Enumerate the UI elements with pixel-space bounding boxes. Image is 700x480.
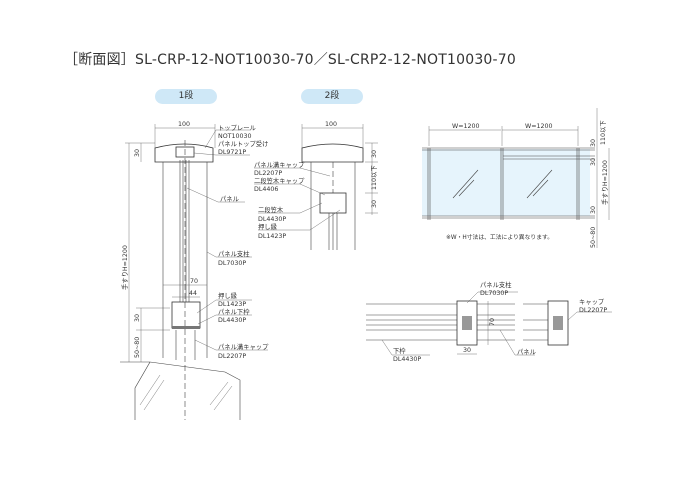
drawing-label: DL2207P bbox=[579, 307, 607, 314]
drawing-label: 30 bbox=[463, 347, 471, 354]
drawing-label: 30 bbox=[371, 200, 378, 208]
tab-2dan: 2段 bbox=[301, 89, 363, 104]
section-1dan: 100 手すりH=1200 30 30 50~80 70 44 トップレール N… bbox=[120, 121, 269, 420]
drawing-label: パネル bbox=[517, 348, 536, 356]
drawing-label: 110以下 bbox=[370, 165, 378, 190]
drawing-label: 30 bbox=[371, 150, 378, 158]
drawing-label: 二段笠木キャップ bbox=[254, 176, 305, 185]
drawing-label: DL4430P bbox=[218, 317, 246, 324]
drawing-label: NOT10030 bbox=[218, 133, 252, 140]
drawing-label: 30 bbox=[590, 158, 597, 166]
drawing-label: パネル支柱 bbox=[480, 280, 512, 289]
drawing-label: DL4406 bbox=[254, 186, 278, 193]
drawing-label: パネル支柱 bbox=[218, 249, 250, 258]
drawing-label: パネル下枠 bbox=[218, 307, 250, 316]
drawing-label: DL1423P bbox=[258, 233, 286, 240]
drawing-label: 70 bbox=[489, 318, 496, 326]
elevation-note: ※W・H寸法は、工法により異なります。 bbox=[446, 233, 553, 241]
page-title: ［断面図］SL-CRP-12-NOT10030-70／SL-CRP2-12-NO… bbox=[64, 52, 517, 68]
section-2dan: 100 30 110以下 30 パネル溝キャップ DL2207P 二段笠木キャッ… bbox=[254, 121, 378, 250]
drawing-label: DL7030P bbox=[218, 260, 246, 267]
drawing-label: 44 bbox=[189, 290, 197, 297]
drawing-label: DL1423P bbox=[218, 301, 246, 308]
drawing-label: 手すりH=1200 bbox=[120, 245, 129, 290]
drawing-label: 70 bbox=[190, 278, 198, 285]
drawing-label: 下枠 bbox=[393, 346, 406, 355]
drawing-label: 30 bbox=[134, 149, 141, 157]
drawing-label: 押し縁 bbox=[258, 222, 278, 231]
drawing-label: W=1200 bbox=[452, 123, 480, 130]
plan-view: 30 70 パネル支柱 DL7030P キャップ DL2207P 下枠 DL44… bbox=[366, 280, 612, 363]
drawing-label: 50~80 bbox=[134, 337, 141, 358]
drawing-label: 30 bbox=[590, 139, 597, 147]
drawing-label: 110以下 bbox=[599, 120, 607, 145]
drawing-label: DL2207P bbox=[254, 170, 282, 177]
drawing-label: W=1200 bbox=[525, 123, 553, 130]
drawing-label: パネル bbox=[220, 195, 239, 203]
drawing-label: 30 bbox=[134, 314, 141, 322]
drawing-label: パネル溝キャップ bbox=[254, 160, 305, 169]
drawing-label: DL7030P bbox=[480, 290, 508, 297]
drawing-label: 100 bbox=[325, 121, 337, 128]
elevation-view: W=1200 W=1200 110以下 30 30 30 50~80 手すりH=… bbox=[422, 108, 610, 248]
drawing-label: キャップ bbox=[579, 298, 605, 306]
drawing-label: 手すりH=1200 bbox=[600, 160, 609, 205]
drawing-label: 二段笠木 bbox=[258, 205, 284, 214]
drawing-label: 100 bbox=[178, 121, 190, 128]
drawing-label: DL4430P bbox=[393, 356, 421, 363]
drawing-label: 30 bbox=[590, 206, 597, 214]
drawing-label: パネル溝キャップ bbox=[218, 342, 269, 351]
tab-1dan: 1段 bbox=[155, 89, 217, 104]
drawing-label: パネルトップ受け bbox=[218, 139, 268, 148]
drawing-label: トップレール bbox=[218, 124, 256, 132]
drawing-label: DL2207P bbox=[218, 353, 246, 360]
drawing-label: 押し縁 bbox=[218, 291, 238, 300]
drawing-label: DL4430P bbox=[258, 216, 286, 223]
drawing-label: 50~80 bbox=[590, 227, 597, 248]
drawing-label: DL9721P bbox=[218, 149, 246, 156]
